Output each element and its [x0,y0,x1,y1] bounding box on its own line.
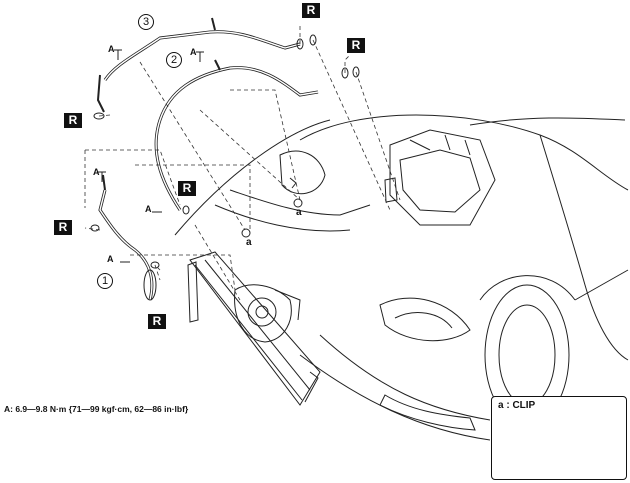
headlamp [379,297,471,342]
compressor [234,284,292,343]
headlamp-inner [394,312,453,329]
condenser [189,251,321,406]
callout-1: 1 [97,273,113,289]
callout-3: 3 [138,14,154,30]
wheel-arch [479,275,576,301]
grille [379,394,476,431]
clip-a-label: a [246,237,252,248]
replace-label: R [302,3,320,18]
hood-front-edge [174,119,331,236]
pipe-3 [103,30,301,81]
replace-label: R [148,314,166,329]
torque-a-label: A [107,254,114,264]
fender-line [539,134,629,361]
replace-label: R [347,38,365,53]
callout-2: 2 [166,52,182,68]
wheel-rim [498,304,556,406]
hvac-detail [399,149,481,213]
torque-a-label: A [108,44,115,54]
clip-inset-box: a : CLIP [491,396,627,480]
body-side [574,269,629,301]
torque-a-label: A [93,167,100,177]
bumper-line [319,334,491,421]
clip-a-label: a [296,207,302,218]
hvac-unit [389,129,496,226]
replace-label: R [178,181,196,196]
clip-inset-title: a : CLIP [498,400,536,411]
torque-a-label: A [190,47,197,57]
hood-outline [299,114,629,191]
replace-label: R [64,113,82,128]
replace-label: R [54,220,72,235]
strut-tower [279,150,326,195]
bumper-lower [299,354,491,441]
windshield-line [469,117,626,126]
torque-a-label: A [145,204,152,214]
torque-specification: A: 6.9—9.8 N·m {71—99 kgf·cm, 62—86 in·l… [4,404,189,414]
